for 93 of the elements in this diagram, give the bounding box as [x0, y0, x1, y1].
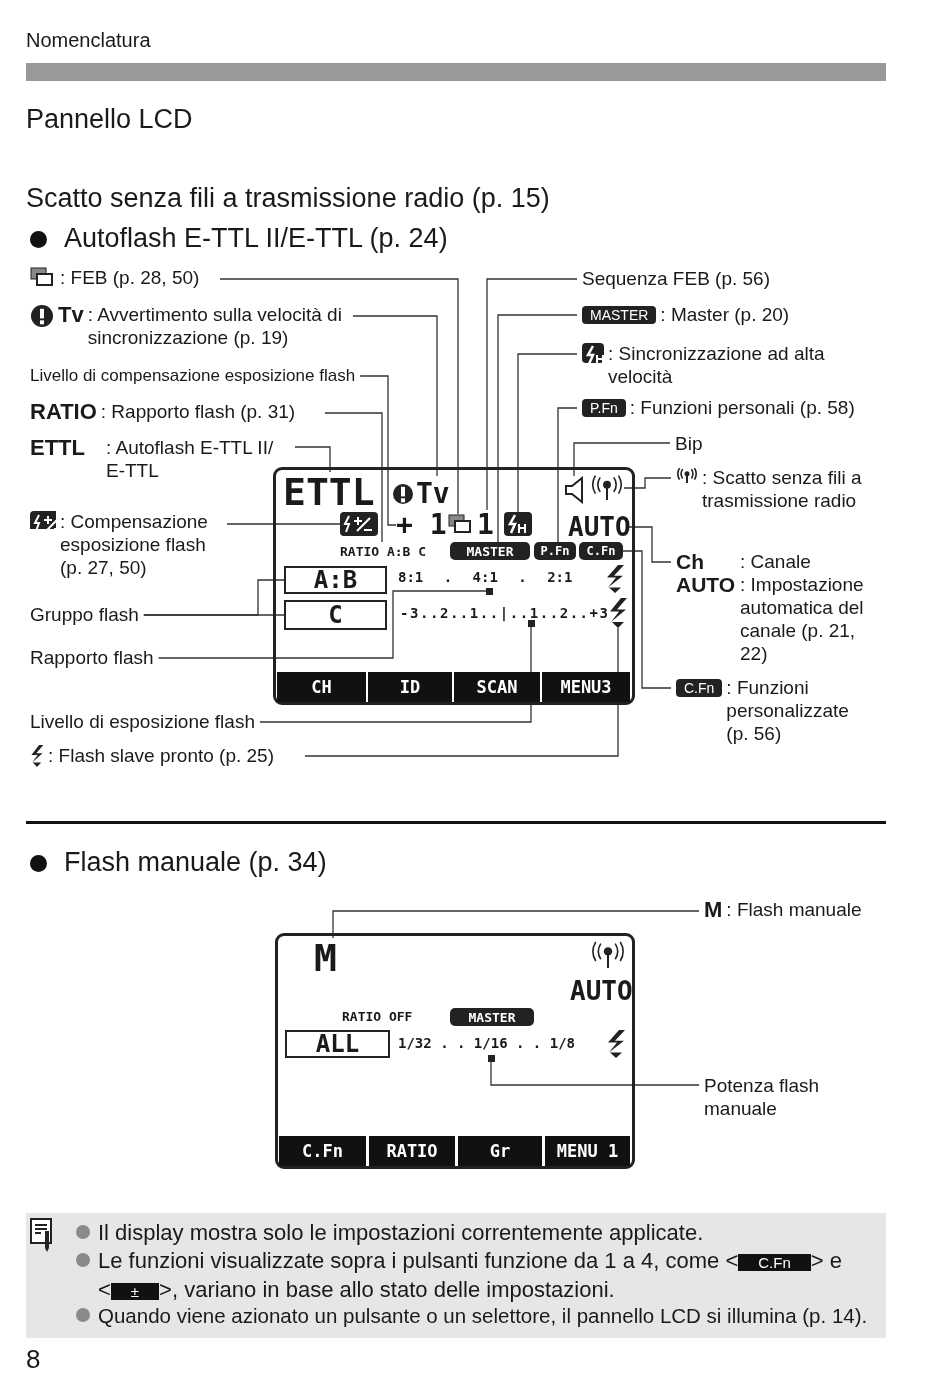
callout-text: : Scatto senza fili a trasmissione radio — [702, 466, 863, 512]
leader-line — [497, 314, 578, 543]
page-number: 8 — [26, 1343, 42, 1374]
callout-keyword: Ch — [676, 550, 705, 573]
feb-icon — [448, 514, 472, 534]
leader-line — [359, 375, 397, 526]
callout-text: Livello di compensazione esposizione flash — [30, 364, 356, 387]
callout-text: : Funzioni personali (p. 58) — [629, 396, 856, 419]
leader-line — [352, 315, 438, 477]
callout-text: : Funzioni personalizzate (p. 56) — [726, 676, 850, 745]
high-speed-sync-icon — [504, 512, 532, 536]
group-box: C — [284, 600, 387, 630]
lcd-text: 1 — [477, 510, 495, 540]
callout-badge: P.Fn — [582, 399, 626, 417]
scale-marker — [488, 1055, 495, 1062]
lcd-text: 8:1 . 4:1 . 2:1 — [398, 566, 588, 588]
callout-text: Bip — [675, 432, 703, 455]
lcd-panel — [275, 933, 635, 1169]
flash-compensation-icon — [340, 512, 378, 536]
leader-line — [294, 446, 331, 473]
radio-wireless-icon — [590, 940, 626, 970]
callout-text: : Autoflash E-TTL II/ E-TTL — [106, 436, 275, 482]
leader-line — [226, 523, 341, 525]
callout-text: : Compensazione esposizione flash (p. 27, 50) — [60, 510, 209, 579]
callout-text: Rapporto flash — [30, 646, 154, 669]
section-heading: Autoflash E-TTL II/E-TTL (p. 24) — [64, 222, 449, 255]
lcd-text: ETTL — [283, 472, 375, 512]
callout-text: : Canale — [740, 550, 812, 573]
lcd-badge: MASTER — [450, 1008, 534, 1026]
soft-key-label: MENU3 — [542, 672, 630, 702]
callout-text: Gruppo flash — [30, 603, 139, 626]
callout-keyword: AUTO — [676, 573, 737, 598]
note-text: Il display mostra solo le impostazioni correntemente applicate. — [98, 1219, 705, 1246]
lcd-text: -3..2..1..|..1..2..+3 — [400, 602, 605, 624]
scale-marker — [528, 620, 535, 627]
callout-keyword: M — [704, 898, 723, 921]
callout-text: Sequenza FEB (p. 56) — [582, 267, 770, 290]
callout-text: : Avvertimento sulla velocità di sincronizzazione (p. 19) — [87, 303, 343, 349]
lcd-text: RATIO A:B C — [340, 542, 448, 560]
leader-line — [332, 910, 700, 939]
radio-wireless-icon — [590, 474, 624, 502]
note-text: Quando viene azionato un pulsante o un selettore, il pannello LCD si illumina (p. 14). — [98, 1303, 869, 1329]
soft-key-label: ID — [368, 672, 452, 702]
callout-text: : Flash slave pronto (p. 25) — [48, 744, 275, 767]
note-text: Le funzioni visualizzate sopra i pulsanti funzione da 1 a 4, come <C.Fn> e <±>, variano in base allo stato delle impostazioni. — [98, 1247, 843, 1304]
leader-line — [490, 1061, 700, 1086]
heading: Nomenclatura — [26, 28, 152, 53]
soft-key-label: RATIO — [369, 1136, 455, 1166]
soft-key-label: CH — [277, 672, 366, 702]
callout-text: : Sincronizzazione ad alta velocità — [608, 342, 826, 388]
lcd-panel — [273, 467, 635, 705]
leader-line — [623, 477, 672, 489]
soft-key-label: Gr — [458, 1136, 542, 1166]
leader-line — [259, 626, 532, 723]
leader-line — [486, 278, 578, 511]
speaker-icon — [564, 476, 584, 504]
lcd-badge: MASTER — [450, 542, 530, 560]
soft-key-label: SCAN — [454, 672, 540, 702]
leader-line — [557, 407, 578, 543]
leader-line — [219, 278, 459, 515]
lcd-badge: C.Fn — [579, 542, 623, 560]
lcd-text: RATIO OFF — [342, 1007, 437, 1025]
leader-line — [157, 590, 487, 659]
section-heading: Flash manuale (p. 34) — [64, 846, 328, 879]
callout-text: : FEB (p. 28, 50) — [60, 266, 201, 289]
callout-keyword: Tv — [58, 303, 84, 326]
leader-line — [517, 353, 578, 513]
callout-text: : Impostazione automatica del canale (p. 21, 22) — [740, 573, 865, 665]
callout-text: : Master (p. 20) — [660, 303, 791, 326]
scale-marker — [486, 588, 493, 595]
group-box: ALL — [285, 1030, 390, 1058]
callout-keyword: RATIO — [30, 400, 97, 423]
leader-line — [304, 627, 619, 757]
group-box: A:B — [284, 566, 387, 594]
soft-key-label: MENU 1 — [545, 1136, 630, 1166]
leader-line — [573, 442, 671, 477]
lcd-text: Tv — [416, 480, 450, 508]
callout-text: : Flash manuale — [726, 898, 863, 921]
callout-badge: C.Fn — [676, 679, 723, 697]
leader-line — [622, 550, 672, 689]
heading: Scatto senza fili a trasmissione radio (p. 15) — [26, 182, 551, 215]
callout-badge: MASTER — [582, 306, 657, 324]
lightning-icon — [608, 598, 628, 628]
section-title: Pannello LCD — [26, 104, 194, 136]
callout-text: Livello di esposizione flash — [30, 710, 255, 733]
lcd-text: M — [314, 938, 354, 978]
callout-text: Potenza flash manuale — [704, 1074, 844, 1120]
callout-text: : Rapporto flash (p. 31) — [100, 400, 297, 423]
leader-line — [324, 412, 383, 543]
leader-line — [143, 614, 285, 616]
lcd-badge: P.Fn — [534, 542, 576, 560]
soft-key-label: C.Fn — [279, 1136, 366, 1166]
callout-keyword: ETTL — [30, 436, 86, 459]
